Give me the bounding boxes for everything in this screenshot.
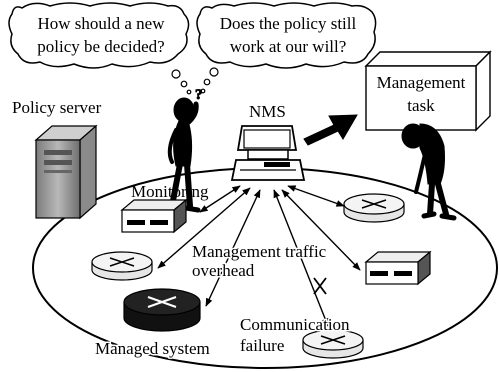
traffic-label-line-2: overhead [192, 261, 255, 280]
broken-link-icon [313, 277, 327, 295]
router-icon [343, 193, 405, 223]
thought-bubble-2: Does the policy still work at our will? [196, 2, 377, 94]
switch-icon-right [364, 250, 432, 286]
management-task-line-1: Management [377, 73, 466, 92]
management-task-line-2: task [407, 96, 435, 115]
nms-label: NMS [249, 102, 286, 121]
managed-system-label: Managed system [95, 339, 210, 358]
bubble-1-line-1: How should a new [37, 14, 165, 33]
monitoring-label: Monitoring [131, 182, 209, 201]
switch-icon [120, 198, 188, 234]
managed-router-icon [123, 288, 201, 332]
policy-server-label: Policy server [12, 98, 102, 117]
communication-failure-line-1: Communication [240, 315, 350, 334]
thought-bubble-1: How should a new policy be decided? [8, 2, 192, 95]
bubble-2-line-2: work at our will? [230, 37, 347, 56]
arrow-icon [303, 114, 358, 146]
link-arrows [157, 185, 361, 327]
bubble-2-line-1: Does the policy still [220, 14, 357, 33]
svg-text:?: ? [195, 87, 203, 103]
management-task-box: Management task [364, 50, 492, 132]
communication-failure-line-2: failure [240, 336, 284, 355]
bubble-1-line-2: policy be decided? [37, 37, 164, 56]
router-icon-bottom [302, 329, 364, 359]
server-tower-icon [34, 124, 98, 220]
router-icon-left [91, 251, 153, 281]
tired-person-icon [401, 123, 457, 221]
traffic-label-line-1: Management traffic [192, 242, 327, 261]
computer-icon [230, 125, 306, 181]
